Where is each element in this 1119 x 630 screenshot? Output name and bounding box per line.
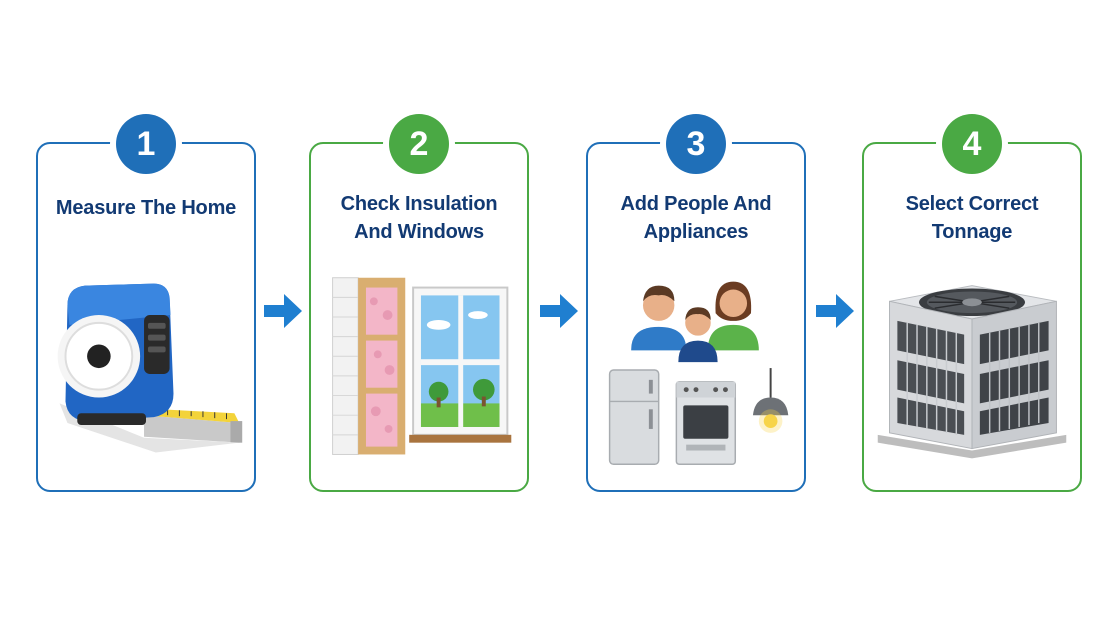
step-title: Select Correct Tonnage	[870, 190, 1074, 246]
step-title-line-2: And Windows	[354, 221, 484, 243]
step-title: Add People And Appliances	[594, 190, 798, 246]
tape-measure-icon	[38, 264, 254, 479]
step-number-badge: 2	[389, 114, 449, 174]
arrow-right-icon	[264, 292, 304, 330]
step-card-4: 4 Select Correct Tonnage	[862, 114, 1082, 492]
step-title-line-2: Appliances	[643, 221, 749, 243]
step-title-line-2: Tonnage	[931, 221, 1013, 243]
ac-condenser-icon	[864, 264, 1080, 479]
arrow-right-icon	[816, 292, 856, 330]
step-title-line-1: Select Correct	[905, 193, 1039, 215]
step-number-badge: 4	[942, 114, 1002, 174]
step-title: Measure The Home	[55, 197, 237, 219]
step-title-line-1: Check Insulation	[340, 193, 498, 215]
step-number-badge: 3	[666, 114, 726, 174]
people-appliances-icon	[588, 264, 804, 479]
arrow-right-icon	[540, 292, 580, 330]
step-number-badge: 1	[116, 114, 176, 174]
step-title: Check Insulation And Windows	[317, 190, 521, 246]
step-card-2: 2 Check Insulation And Windows	[309, 114, 529, 492]
step-card-1: 1 Measure The Home	[36, 114, 256, 492]
insulation-window-icon	[311, 264, 527, 479]
step-card-3: 3 Add People And Appliances	[586, 114, 806, 492]
step-title-line-1: Add People And	[620, 193, 772, 215]
